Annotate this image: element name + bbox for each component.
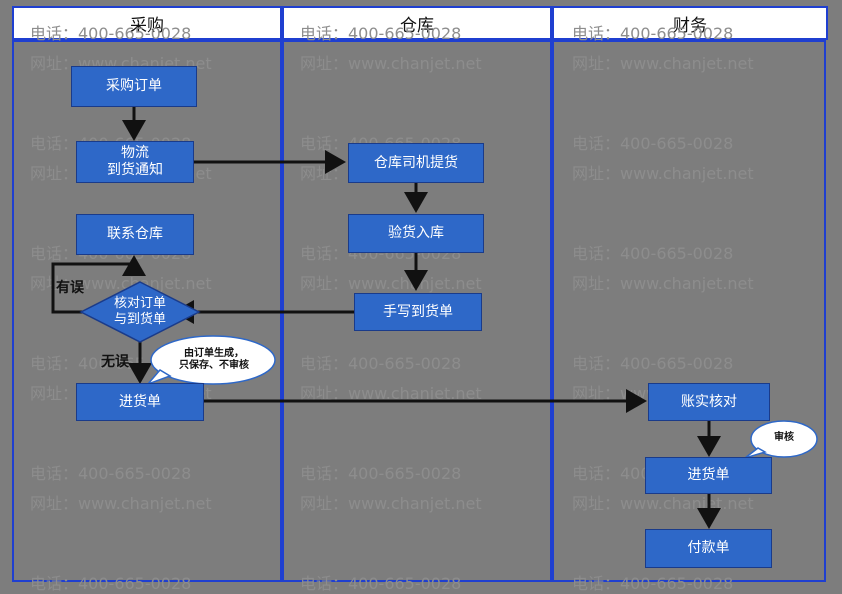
node-receipt-doc: 进货单 <box>76 383 204 421</box>
node-verify-line1: 核对订单 <box>113 296 166 311</box>
lane-finance <box>552 40 826 582</box>
callout-generated-tail <box>145 369 172 386</box>
node-driver-pickup: 仓库司机提货 <box>348 143 484 183</box>
callout-generated-bubble <box>150 335 276 385</box>
callout-audit-tail <box>744 447 767 459</box>
callout-generated-line1: 由订单生成， <box>184 348 244 359</box>
lane-header-finance: 财务 <box>552 6 828 40</box>
lane-header-purchase: 采购 <box>12 6 282 40</box>
node-contact-warehouse: 联系仓库 <box>76 214 194 255</box>
callout-generated-line2: 只保存、不审核 <box>179 360 249 371</box>
edge-verify-to-contact <box>51 255 146 314</box>
node-logistics-line2: 到货通知 <box>107 162 163 178</box>
verify-diamond <box>79 281 201 343</box>
node-reconcile: 账实核对 <box>648 383 770 421</box>
node-verify-label: 核对订单 与到货单 <box>100 296 180 328</box>
node-payment: 付款单 <box>645 529 772 568</box>
node-purchase-order: 采购订单 <box>71 66 197 107</box>
lane-header-warehouse: 仓库 <box>282 6 552 40</box>
node-receipt-doc-finance: 进货单 <box>645 457 772 494</box>
node-logistics-notice: 物流 到货通知 <box>76 141 194 183</box>
node-logistics-line1: 物流 <box>121 145 149 161</box>
node-inspect-stock: 验货入库 <box>348 214 484 253</box>
edge-label-mismatch: 有误 <box>56 280 84 296</box>
node-handwrite-note: 手写到货单 <box>354 293 482 331</box>
node-verify-line2: 与到货单 <box>113 312 166 327</box>
callout-audit-text: 审核 <box>774 432 794 443</box>
callout-generated-text: 由订单生成， 只保存、不审核 <box>162 348 266 372</box>
edge-label-ok: 无误 <box>101 354 129 370</box>
callout-audit-bubble <box>750 420 818 458</box>
